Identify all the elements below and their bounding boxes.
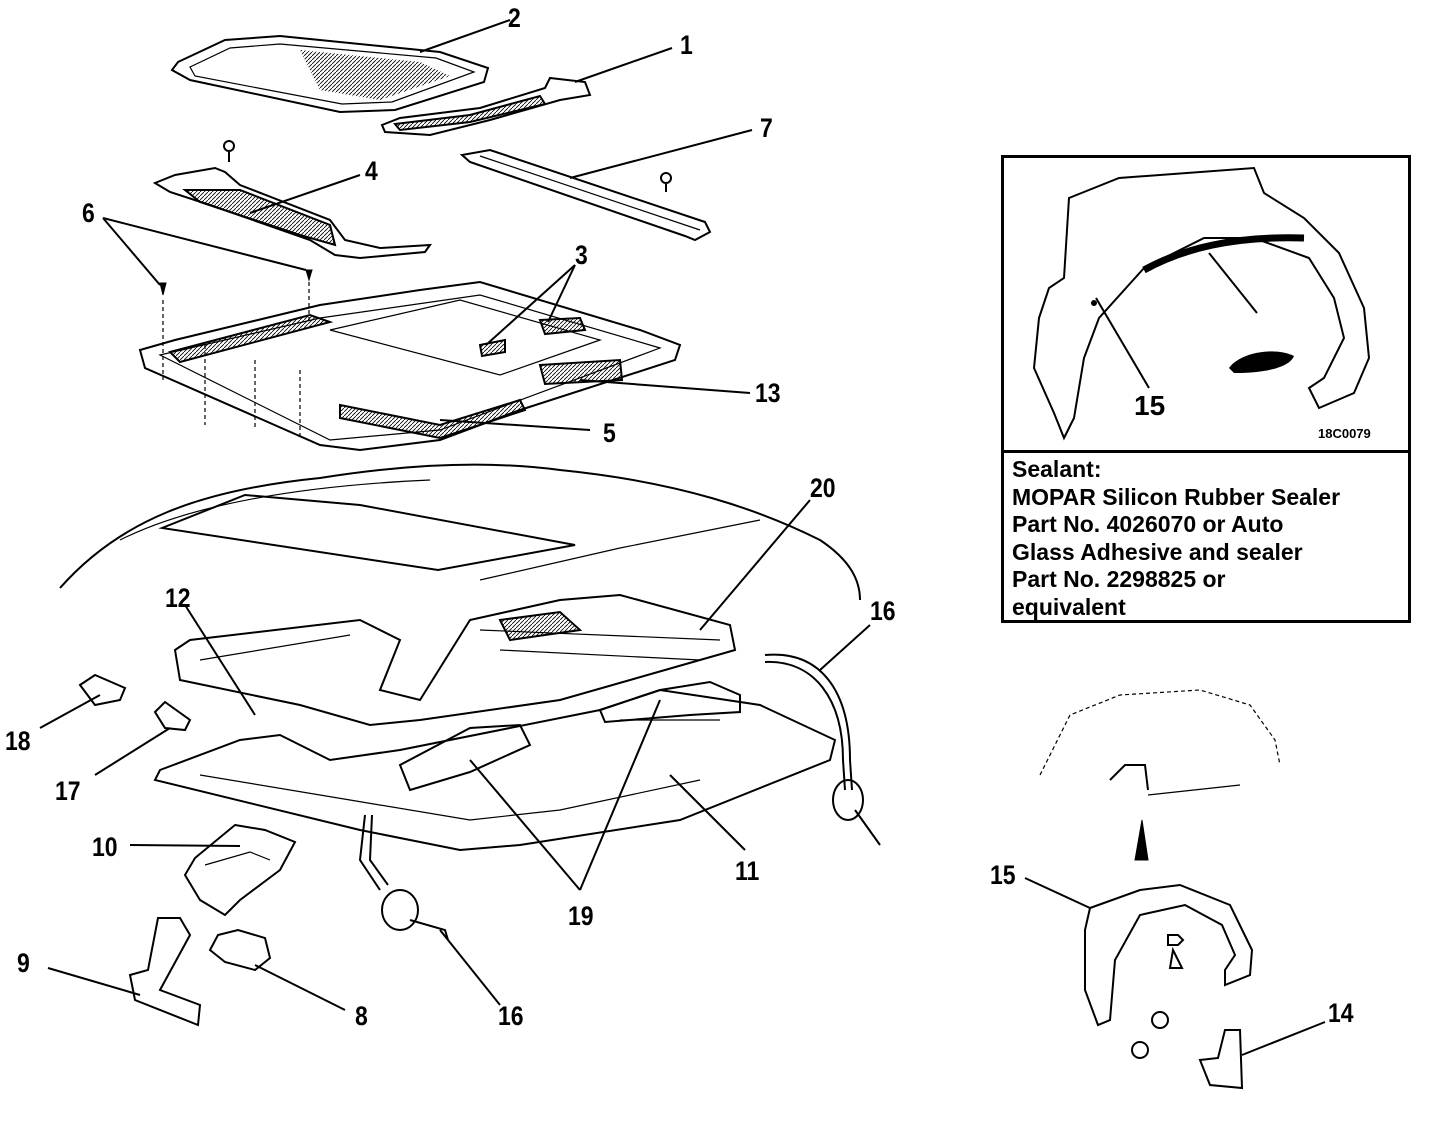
- inset-callout-15: 15: [1134, 390, 1166, 421]
- leader-2: [419, 19, 511, 53]
- sealant-note: Sealant: MOPAR Silicon Rubber Sealer Par…: [1012, 456, 1404, 621]
- callout-16-right: 16: [870, 596, 896, 626]
- leader-10: [129, 844, 241, 847]
- part-10-switch-bezel: [183, 823, 297, 917]
- part-18-clip: [78, 673, 127, 707]
- callout-10: 10: [92, 832, 118, 862]
- leader-5: [439, 419, 591, 431]
- part-9-handle: [128, 917, 202, 1027]
- callout-15-lower: 15: [990, 860, 1016, 890]
- part-16-drain-hose-right: [764, 653, 881, 846]
- part-14-mudflap: [1198, 1029, 1244, 1090]
- callout-4: 4: [365, 156, 378, 186]
- callout-2: 2: [508, 3, 521, 33]
- leader-15: [1024, 877, 1091, 909]
- part-6-screws: [159, 269, 313, 380]
- leader-20: [699, 499, 811, 631]
- leader-14: [1241, 1021, 1326, 1056]
- callout-3: 3: [575, 240, 588, 270]
- figure-id: 18C0079: [1318, 426, 1371, 441]
- leader-8: [254, 964, 346, 1011]
- leader-9: [47, 967, 141, 996]
- sealant-line: equivalent: [1012, 593, 1126, 620]
- sealant-line: Part No. 4026070 or Auto: [1012, 511, 1284, 537]
- part-5-sunroof-frame: [138, 280, 682, 452]
- part-20-tray: [173, 593, 737, 727]
- leader-16b: [819, 624, 871, 671]
- leader-11: [669, 774, 746, 851]
- leader-3b: [547, 264, 576, 323]
- callout-19: 19: [568, 901, 594, 931]
- part-7-right-rail: [459, 148, 712, 242]
- part-19-motors: [398, 680, 741, 792]
- leader-1: [574, 47, 673, 83]
- part-11-bottom-panel: [153, 688, 837, 852]
- sealant-inset: 15 18C0079 Sealant: MOPAR Silicon Rubber…: [1001, 155, 1411, 623]
- callout-9: 9: [17, 948, 30, 978]
- sealant-line: MOPAR Silicon Rubber Sealer: [1012, 483, 1341, 510]
- leader-16a: [439, 929, 501, 1006]
- callout-6: 6: [82, 198, 95, 228]
- leader-18: [39, 694, 101, 729]
- part-2-glass-panel: [170, 34, 490, 114]
- vehicle-outline: [1039, 689, 1281, 861]
- sealant-line: Glass Adhesive and sealer: [1012, 538, 1303, 565]
- leader-17: [94, 727, 171, 776]
- part-8-cover: [208, 928, 272, 972]
- roof-panel: [59, 463, 861, 601]
- leader-19b: [579, 699, 661, 891]
- callout-12: 12: [165, 583, 191, 613]
- callout-8: 8: [355, 1001, 368, 1031]
- leader-3a: [485, 264, 576, 346]
- callout-5: 5: [603, 418, 616, 448]
- part-4-left-rail: [152, 140, 433, 260]
- sealant-line: Sealant:: [1012, 456, 1102, 482]
- fender-liner-sealant-illustration: [1032, 166, 1371, 441]
- leader-4: [249, 174, 361, 214]
- leader-13: [579, 379, 751, 394]
- callout-17: 17: [55, 776, 81, 806]
- leader-6a: [102, 217, 161, 286]
- callout-20: 20: [810, 473, 836, 503]
- leader-7: [569, 129, 753, 179]
- part-1-deflector: [380, 76, 592, 137]
- callout-14: 14: [1328, 998, 1354, 1028]
- callout-7: 7: [760, 113, 773, 143]
- callout-16-left: 16: [498, 1001, 524, 1031]
- inset-divider: [1004, 450, 1408, 453]
- part-17-clip: [153, 700, 192, 732]
- leader-12: [184, 604, 256, 716]
- part-15-fender-liner: [1084, 883, 1254, 1059]
- leader-6b: [102, 217, 307, 271]
- callout-18: 18: [5, 726, 31, 756]
- callout-1: 1: [680, 30, 693, 60]
- callout-13: 13: [755, 378, 781, 408]
- part-16-drain-hose-left: [358, 814, 449, 941]
- leader-19a: [469, 759, 581, 891]
- sealant-line: Part No. 2298825 or: [1012, 566, 1226, 592]
- callout-11: 11: [735, 856, 760, 886]
